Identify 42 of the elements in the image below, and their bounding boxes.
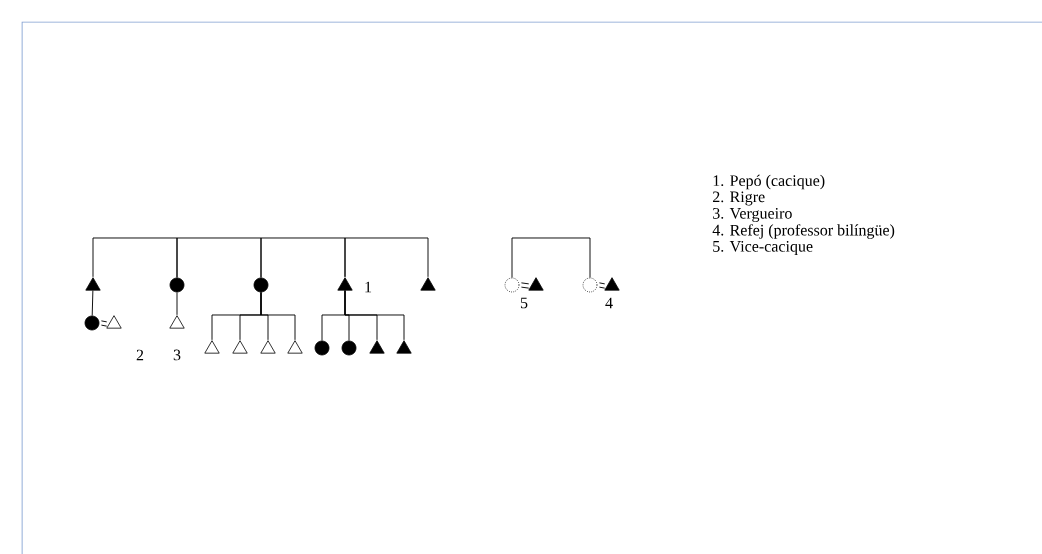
circle-symbol [314, 340, 330, 356]
marriage-sign [100, 320, 108, 327]
callout-number: 5 [520, 297, 528, 309]
callout-number: 3 [173, 349, 181, 361]
triangle-symbol [287, 340, 303, 354]
descent-line [91, 290, 94, 317]
list-item: 2. Rigre [713, 191, 765, 206]
descent-line [260, 291, 296, 341]
kinship-line [92, 237, 178, 279]
list-item: 3. Vergueiro [713, 207, 792, 222]
circle-symbol [582, 277, 598, 293]
triangle-symbol [106, 315, 122, 329]
triangle-symbol [85, 277, 101, 291]
triangle-symbol [232, 340, 248, 354]
circle-symbol [169, 277, 185, 293]
callout-number: 1 [365, 281, 372, 293]
circle-symbol [504, 277, 520, 293]
list-item: 1. Pepó (cacique) [713, 174, 825, 190]
callout-number: 2 [136, 349, 144, 361]
circle-symbol [84, 315, 100, 331]
triangle-symbol [204, 340, 220, 354]
circle-symbol [253, 277, 269, 293]
list-item: 5. Vice-cacique [713, 241, 813, 255]
triangle-symbol [604, 277, 620, 291]
kinship-line [344, 237, 429, 278]
triangle-symbol [396, 340, 412, 354]
kinship-line [176, 237, 262, 279]
triangle-symbol [420, 277, 436, 291]
triangle-symbol [528, 277, 544, 291]
descent-line [344, 290, 405, 341]
triangle-symbol [337, 277, 353, 291]
marriage-sign [598, 282, 606, 289]
kinship-line [511, 237, 591, 279]
kinship-line [260, 237, 346, 279]
descent-line [176, 291, 178, 316]
circle-symbol [341, 340, 357, 356]
list-item: 4. Refej (professor bilíngüe) [712, 224, 895, 239]
callout-number: 4 [605, 297, 613, 309]
triangle-symbol [169, 315, 185, 329]
triangle-symbol [369, 340, 385, 354]
marriage-sign [520, 282, 530, 289]
triangle-symbol [260, 340, 276, 354]
